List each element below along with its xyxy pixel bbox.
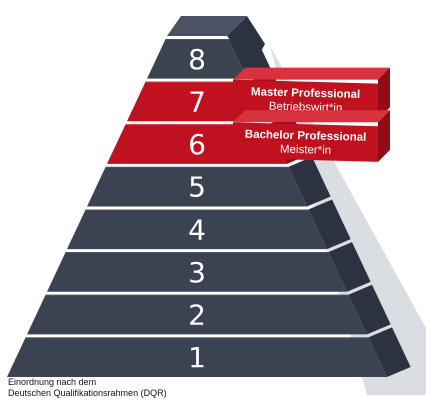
qualification-title: Bachelor Professional [245, 129, 367, 144]
level-number: 8 [188, 43, 206, 76]
level-front-face [87, 166, 307, 207]
qualification-title: Master Professional [251, 86, 361, 101]
box-side-face [378, 110, 390, 162]
level-side-face [288, 156, 331, 207]
pyramid-level-2: 2 [27, 284, 391, 335]
pyramid-cap-side [227, 16, 265, 66]
level-front-face [127, 81, 267, 122]
box-side-face [378, 67, 390, 120]
caption-line-1: Einordnung nach dem [8, 377, 97, 387]
box-front-face [233, 79, 378, 120]
level-side-face [348, 284, 391, 335]
box-top-face [233, 67, 390, 80]
level-side-face [368, 327, 411, 377]
level-number: 7 [188, 85, 206, 118]
level-side-face [328, 242, 371, 292]
qualification-boxes: Master ProfessionalBetriebswirt*inBachel… [233, 67, 390, 162]
dqr-caption: Einordnung nach dem Deutschen Qualifikat… [8, 377, 268, 399]
box-front-face [233, 122, 378, 162]
pyramid-cap [167, 16, 247, 36]
pyramid-level-3: 3 [47, 242, 371, 292]
pyramid-level-4: 4 [67, 199, 351, 250]
level-number: 1 [188, 341, 206, 374]
pyramid-level-1: 1 [7, 327, 411, 377]
level-front-face [47, 252, 347, 292]
level-front-face [67, 209, 327, 250]
level-number: 6 [188, 128, 206, 161]
qualification-subtitle: Meister*in [280, 144, 331, 157]
level-number: 5 [188, 171, 206, 204]
level-number: 3 [188, 256, 206, 289]
caption-line-2: Deutschen Qualifikationsrahmen (DQR) [8, 388, 167, 398]
box-top-face [233, 110, 390, 123]
pyramid-level-5: 5 [87, 156, 331, 207]
level-number: 2 [188, 299, 206, 332]
level-front-face [7, 337, 387, 377]
level-number: 4 [188, 213, 206, 246]
level-front-face [147, 39, 247, 79]
level-side-face [308, 199, 351, 250]
level-front-face [27, 294, 367, 335]
